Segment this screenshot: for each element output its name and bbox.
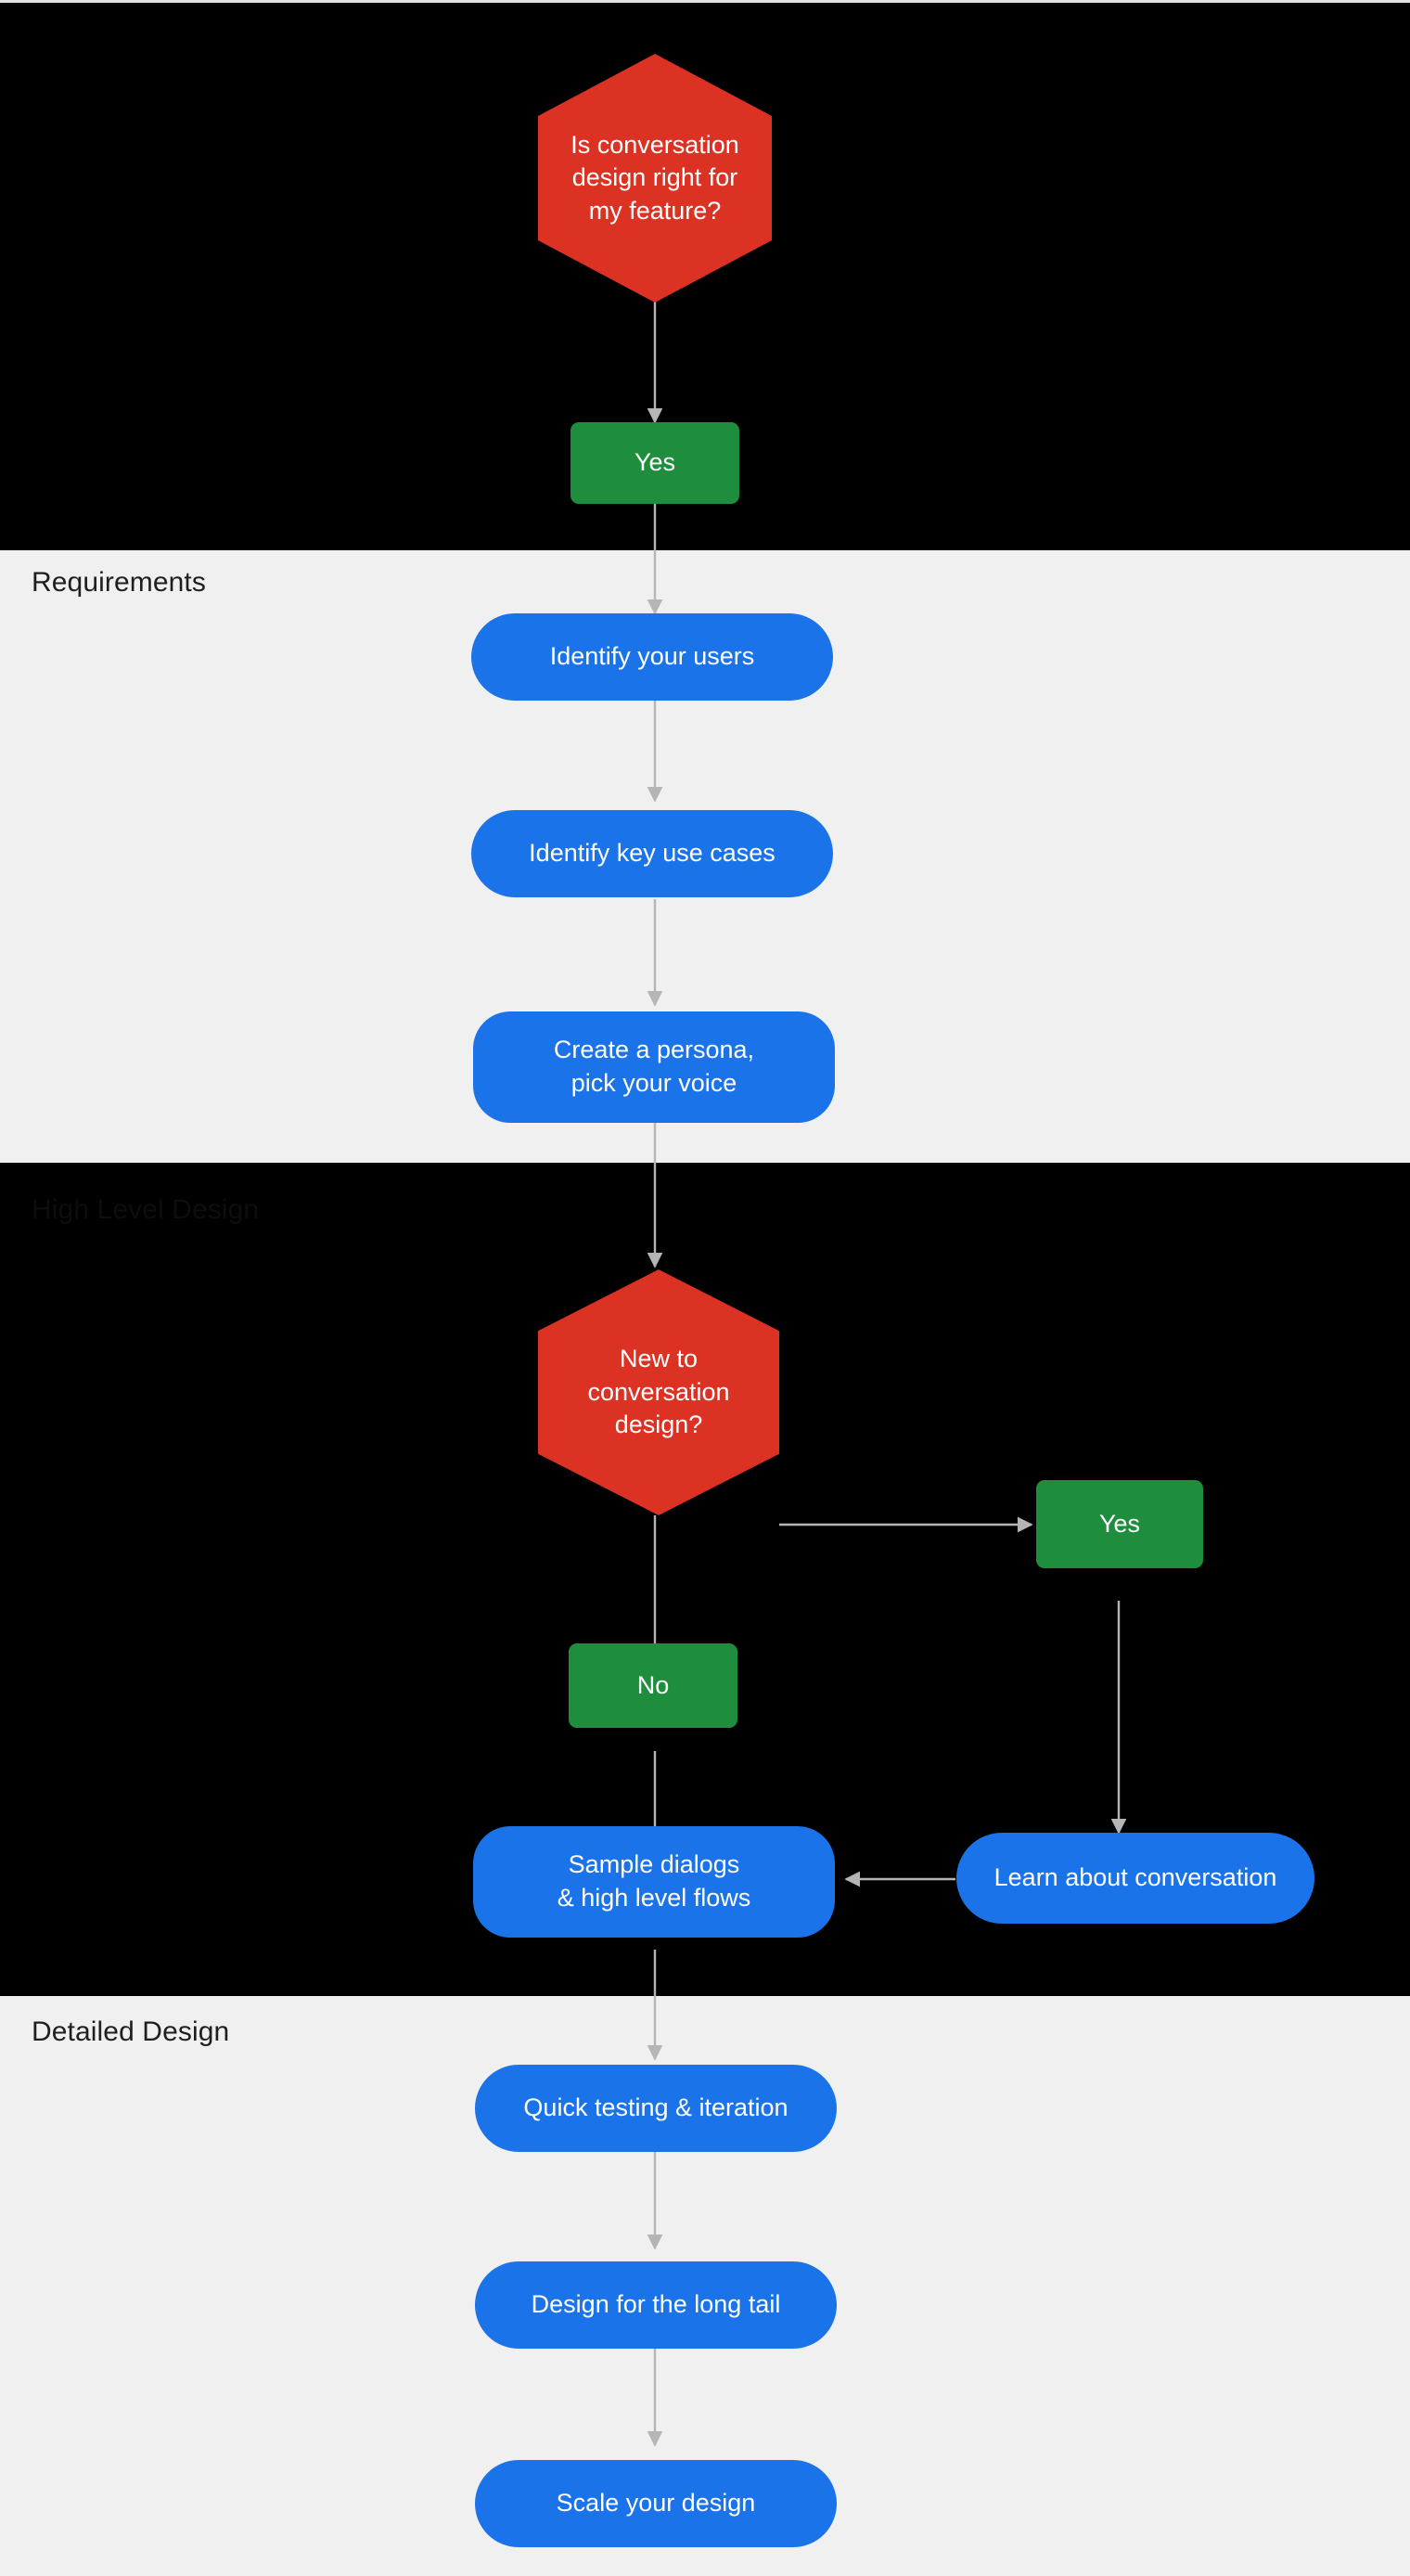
answer-node-label: Yes [1098, 1509, 1141, 1538]
decision-node-label: New to conversation design? [587, 1345, 730, 1439]
answer-node-label: Yes [634, 448, 676, 477]
process-node-label: Scale your design [556, 2489, 756, 2518]
answer-node-yes-2[interactable]: Yes [1036, 1480, 1203, 1568]
band-label-high-level-design: High Level Design [32, 1194, 260, 1225]
process-node-label: Sample dialogs & high level flows [557, 1850, 751, 1912]
process-node-sample-dialogs[interactable]: Sample dialogs & high level flows [473, 1826, 835, 1938]
process-node-scale-your-design[interactable]: Scale your design [475, 2460, 837, 2547]
answer-node-yes-1[interactable]: Yes [570, 422, 739, 504]
process-node-label: Design for the long tail [531, 2290, 781, 2319]
answer-node-no[interactable]: No [569, 1643, 737, 1728]
process-node-label: Create a persona, pick your voice [553, 1036, 755, 1097]
answer-node-label: No [636, 1670, 670, 1699]
decision-node-label: Is conversation design right for my feat… [570, 130, 739, 225]
process-node-quick-testing-iteration[interactable]: Quick testing & iteration [475, 2065, 837, 2152]
process-node-label: Learn about conversation [993, 1863, 1277, 1892]
process-node-label: Identify key use cases [529, 839, 776, 868]
process-node-create-a-persona[interactable]: Create a persona, pick your voice [473, 1011, 835, 1123]
process-node-design-for-long-tail[interactable]: Design for the long tail [475, 2261, 837, 2349]
process-node-label: Quick testing & iteration [523, 2093, 788, 2122]
process-node-learn-about-conversation[interactable]: Learn about conversation [956, 1833, 1314, 1924]
process-node-identify-key-use-cases[interactable]: Identify key use cases [471, 810, 833, 897]
band-label-detailed-design: Detailed Design [32, 2016, 230, 2047]
process-node-identify-your-users[interactable]: Identify your users [471, 613, 833, 701]
process-node-label: Identify your users [549, 642, 755, 671]
band-label-requirements: Requirements [32, 567, 206, 598]
